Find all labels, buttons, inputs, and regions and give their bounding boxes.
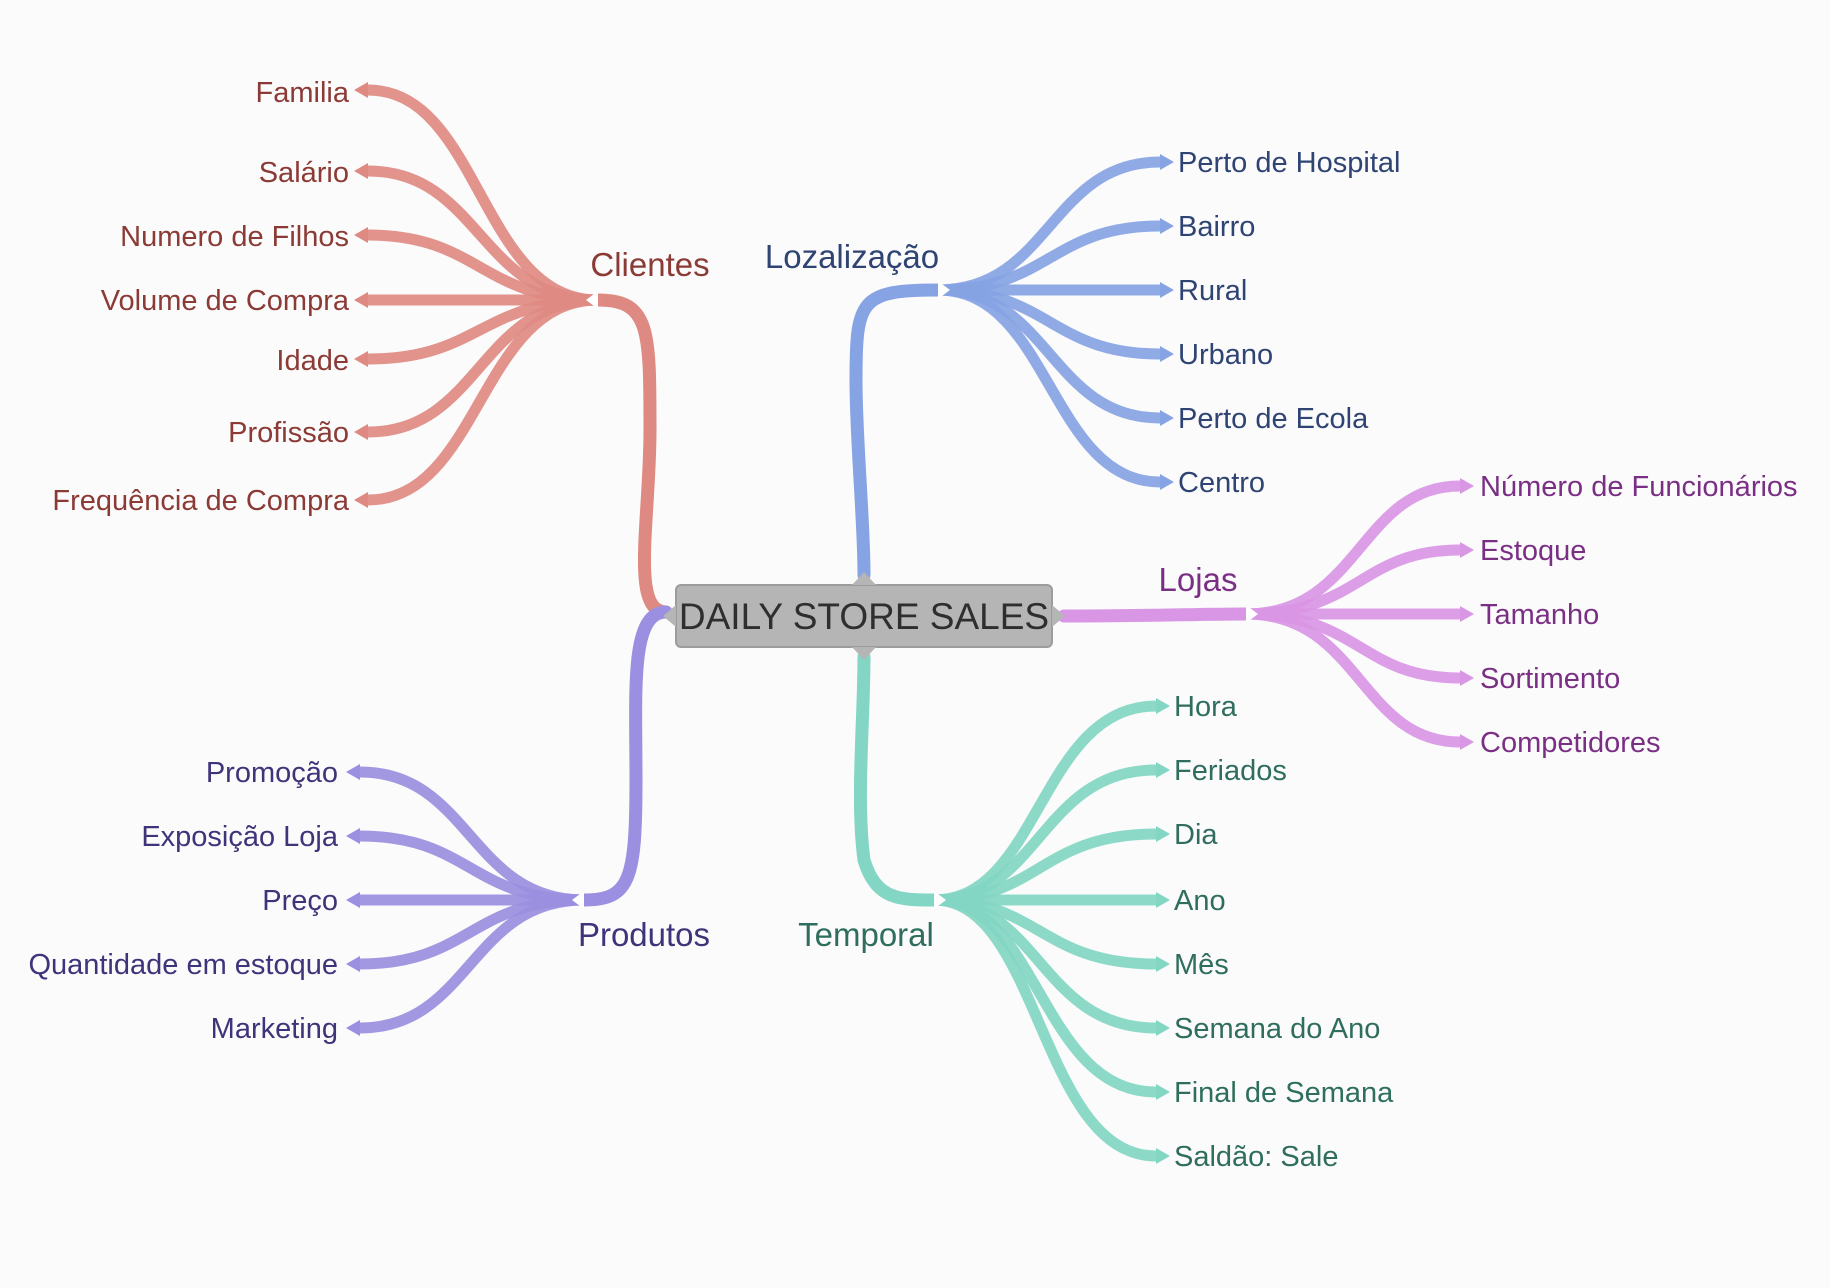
produtos-link-cap-0 — [346, 764, 360, 780]
produtos-link-cap-1 — [346, 828, 360, 844]
lojas-link-cap-4 — [1460, 734, 1474, 750]
clientes-link-cap-1 — [354, 163, 368, 179]
leaf-quantidade-em-estoque[interactable]: Quantidade em estoque — [28, 949, 338, 981]
temporal-trunk-line — [853, 650, 941, 907]
connector-lines — [346, 82, 1474, 1164]
leaf-promocao[interactable]: Promoção — [206, 757, 338, 789]
leaf-numero-de-funcionarios[interactable]: Número de Funcionários — [1480, 471, 1798, 503]
leaf-idade[interactable]: Idade — [276, 345, 349, 377]
localizacao-link-cap-3 — [1160, 346, 1174, 362]
leaf-sortimento[interactable]: Sortimento — [1480, 663, 1620, 695]
leaf-semana-do-ano[interactable]: Semana do Ano — [1174, 1013, 1380, 1045]
produtos-link-cap-2 — [346, 892, 360, 908]
lojas-hub-notch — [1246, 605, 1258, 623]
branch-label-produtos[interactable]: Produtos — [578, 916, 710, 953]
leaf-volume-de-compra[interactable]: Volume de Compra — [101, 285, 350, 317]
lojas-trunk-line — [1057, 607, 1253, 623]
temporal-link-cap-2 — [1156, 826, 1170, 842]
clientes-trunk-line — [591, 293, 673, 619]
leaf-dia[interactable]: Dia — [1174, 819, 1218, 851]
leaf-preco[interactable]: Preço — [262, 885, 338, 917]
clientes-link-cap-0 — [354, 82, 368, 98]
localizacao-link-cap-0 — [1160, 154, 1174, 170]
clientes-link-cap-3 — [354, 292, 368, 308]
localizacao-link-cap-5 — [1160, 474, 1174, 490]
leaf-feriados[interactable]: Feriados — [1174, 755, 1287, 787]
localizacao-link-cap-1 — [1160, 218, 1174, 234]
temporal-hub-notch — [934, 891, 946, 909]
produtos-link-4 — [354, 894, 590, 1034]
leaf-marketing[interactable]: Marketing — [211, 1013, 338, 1045]
leaf-salario[interactable]: Salário — [259, 157, 349, 189]
leaf-urbano[interactable]: Urbano — [1178, 339, 1273, 371]
leaf-final-de-semana[interactable]: Final de Semana — [1174, 1077, 1394, 1109]
leaf-perto-de-ecola[interactable]: Perto de Ecola — [1178, 403, 1369, 435]
branch-label-localizacao[interactable]: Lozalização — [765, 238, 939, 275]
leaf-estoque[interactable]: Estoque — [1480, 535, 1586, 567]
lojas-link-cap-3 — [1460, 670, 1474, 686]
lojas-link-cap-2 — [1460, 606, 1474, 622]
clientes-link-cap-2 — [354, 227, 368, 243]
temporal-link-cap-5 — [1156, 1020, 1170, 1036]
temporal-link-cap-7 — [1156, 1148, 1170, 1164]
leaf-hora[interactable]: Hora — [1174, 691, 1238, 723]
clientes-link-6 — [362, 294, 604, 506]
temporal-link-cap-4 — [1156, 956, 1170, 972]
clientes-link-5 — [362, 294, 604, 438]
leaf-competidores[interactable]: Competidores — [1480, 727, 1661, 759]
clientes-link-cap-6 — [354, 492, 368, 508]
temporal-link-7 — [928, 894, 1162, 1162]
leaf-saldao-sale[interactable]: Saldão: Sale — [1174, 1141, 1338, 1173]
localizacao-hub-notch — [938, 281, 950, 299]
leaf-familia[interactable]: Familia — [256, 77, 350, 109]
leaf-numero-de-filhos[interactable]: Numero de Filhos — [120, 221, 349, 253]
temporal-link-cap-3 — [1156, 892, 1170, 908]
leaf-exposicao-loja[interactable]: Exposição Loja — [141, 821, 339, 853]
localizacao-link-cap-4 — [1160, 410, 1174, 426]
leaf-mes[interactable]: Mês — [1174, 949, 1229, 981]
leaf-tamanho[interactable]: Tamanho — [1480, 599, 1599, 631]
produtos-hub-notch — [572, 891, 584, 909]
leaf-rural[interactable]: Rural — [1178, 275, 1247, 307]
clientes-link-cap-5 — [354, 424, 368, 440]
root-label: DAILY STORE SALES — [679, 596, 1049, 637]
temporal-link-cap-0 — [1156, 698, 1170, 714]
lojas-link-cap-0 — [1460, 478, 1474, 494]
branch-label-lojas[interactable]: Lojas — [1159, 561, 1238, 598]
produtos-link-cap-3 — [346, 956, 360, 972]
lojas-link-4 — [1240, 608, 1466, 748]
branch-label-clientes[interactable]: Clientes — [590, 246, 709, 283]
temporal-link-cap-6 — [1156, 1084, 1170, 1100]
localizacao-link-5 — [932, 284, 1166, 488]
clientes-link-cap-4 — [354, 351, 368, 367]
localizacao-link-cap-2 — [1160, 282, 1174, 298]
leaf-ano[interactable]: Ano — [1174, 885, 1226, 917]
branch-label-temporal[interactable]: Temporal — [798, 916, 934, 953]
leaf-bairro[interactable]: Bairro — [1178, 211, 1255, 243]
leaf-centro[interactable]: Centro — [1178, 467, 1265, 499]
produtos-trunk-line — [577, 605, 673, 907]
lojas-link-cap-1 — [1460, 542, 1474, 558]
clientes-hub-notch — [586, 291, 598, 309]
leaf-frequencia-de-compra[interactable]: Frequência de Compra — [52, 485, 349, 517]
root-node[interactable]: DAILY STORE SALES — [663, 572, 1065, 660]
temporal-link-cap-1 — [1156, 762, 1170, 778]
leaf-perto-de-hospital[interactable]: Perto de Hospital — [1178, 147, 1400, 179]
localizacao-trunk-line — [849, 283, 945, 582]
produtos-link-cap-4 — [346, 1020, 360, 1036]
leaf-profissao[interactable]: Profissão — [228, 417, 349, 449]
